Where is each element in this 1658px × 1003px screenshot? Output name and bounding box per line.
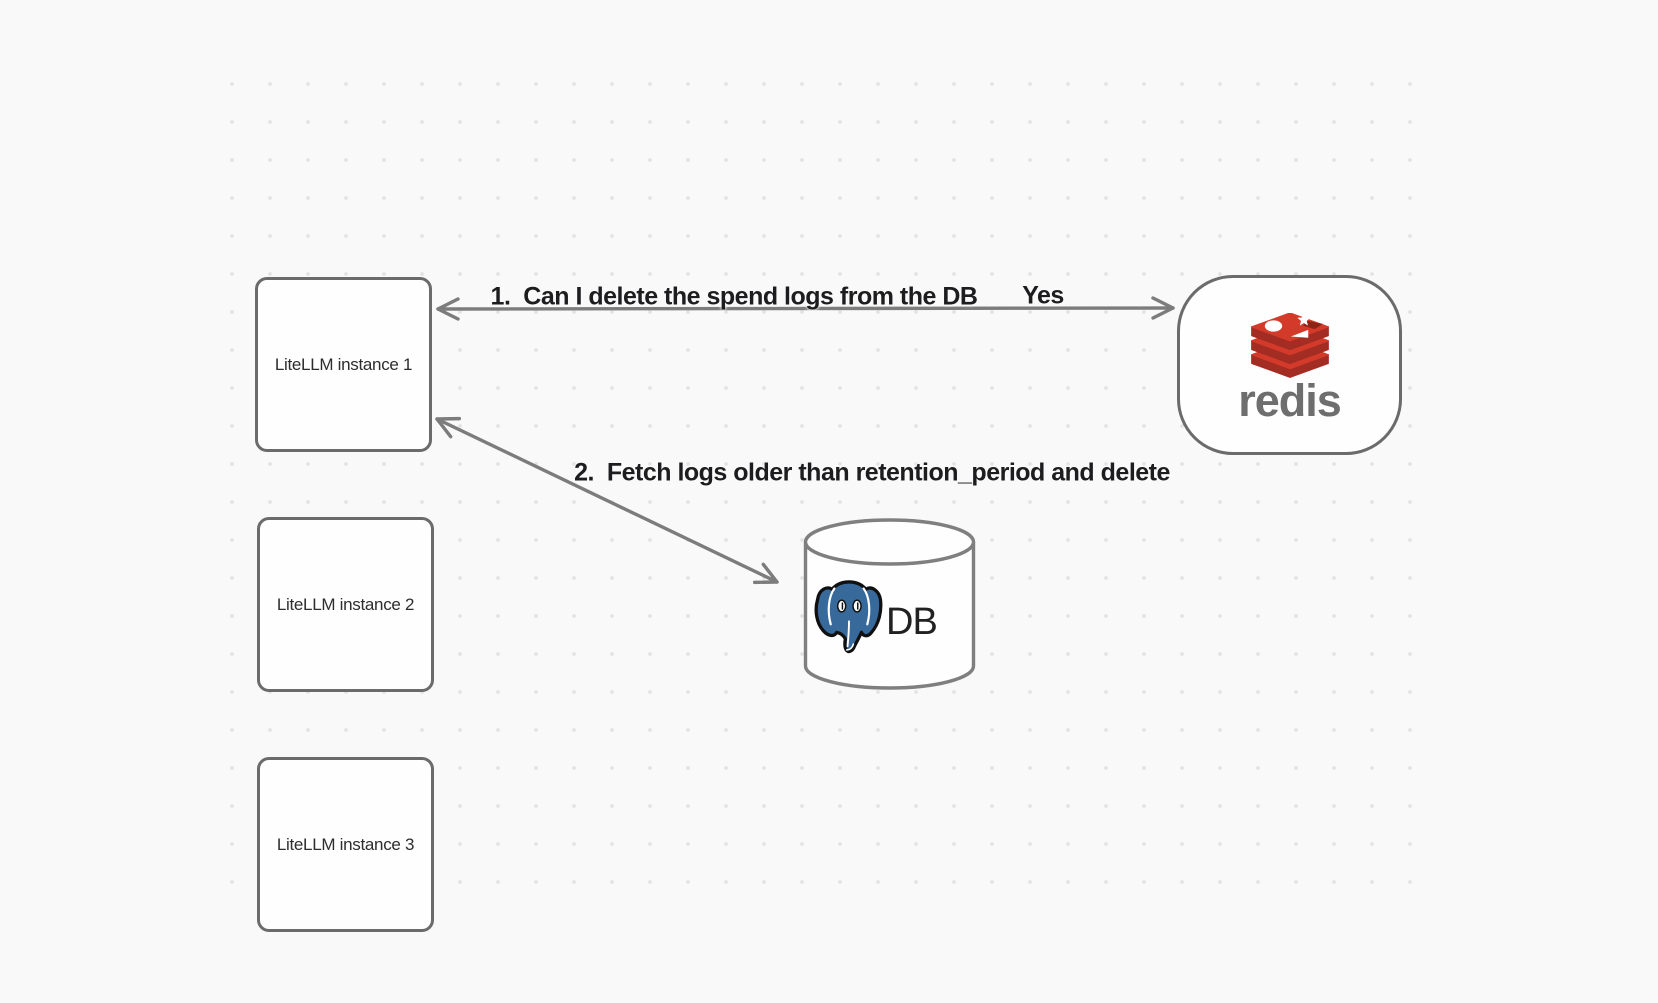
- node-db[interactable]: DB: [802, 518, 977, 692]
- edge-1-response-label[interactable]: Yes: [1022, 281, 1064, 310]
- node-litellm-instance-2[interactable]: LiteLLM instance 2: [257, 517, 434, 692]
- postgres-elephant-icon: [814, 580, 883, 654]
- redis-logo-icon: [1250, 313, 1329, 378]
- node-litellm-instance-3-label: LiteLLM instance 3: [276, 834, 415, 854]
- edge-2-label[interactable]: 2. Fetch logs older than retention_perio…: [574, 458, 1170, 487]
- db-label: DB: [886, 601, 938, 643]
- arrow-redis-instance1[interactable]: [436, 296, 1175, 321]
- redis-wordmark: redis: [1238, 375, 1342, 426]
- node-redis[interactable]: redis: [1177, 275, 1402, 455]
- node-litellm-instance-3[interactable]: LiteLLM instance 3: [257, 757, 434, 932]
- node-litellm-instance-1[interactable]: LiteLLM instance 1: [255, 277, 432, 452]
- node-litellm-instance-1-label: LiteLLM instance 1: [274, 354, 413, 374]
- node-litellm-instance-2-label: LiteLLM instance 2: [276, 594, 415, 614]
- edge-1-label[interactable]: 1. Can I delete the spend logs from the …: [490, 282, 978, 311]
- arrow-instance1-db[interactable]: [435, 416, 779, 585]
